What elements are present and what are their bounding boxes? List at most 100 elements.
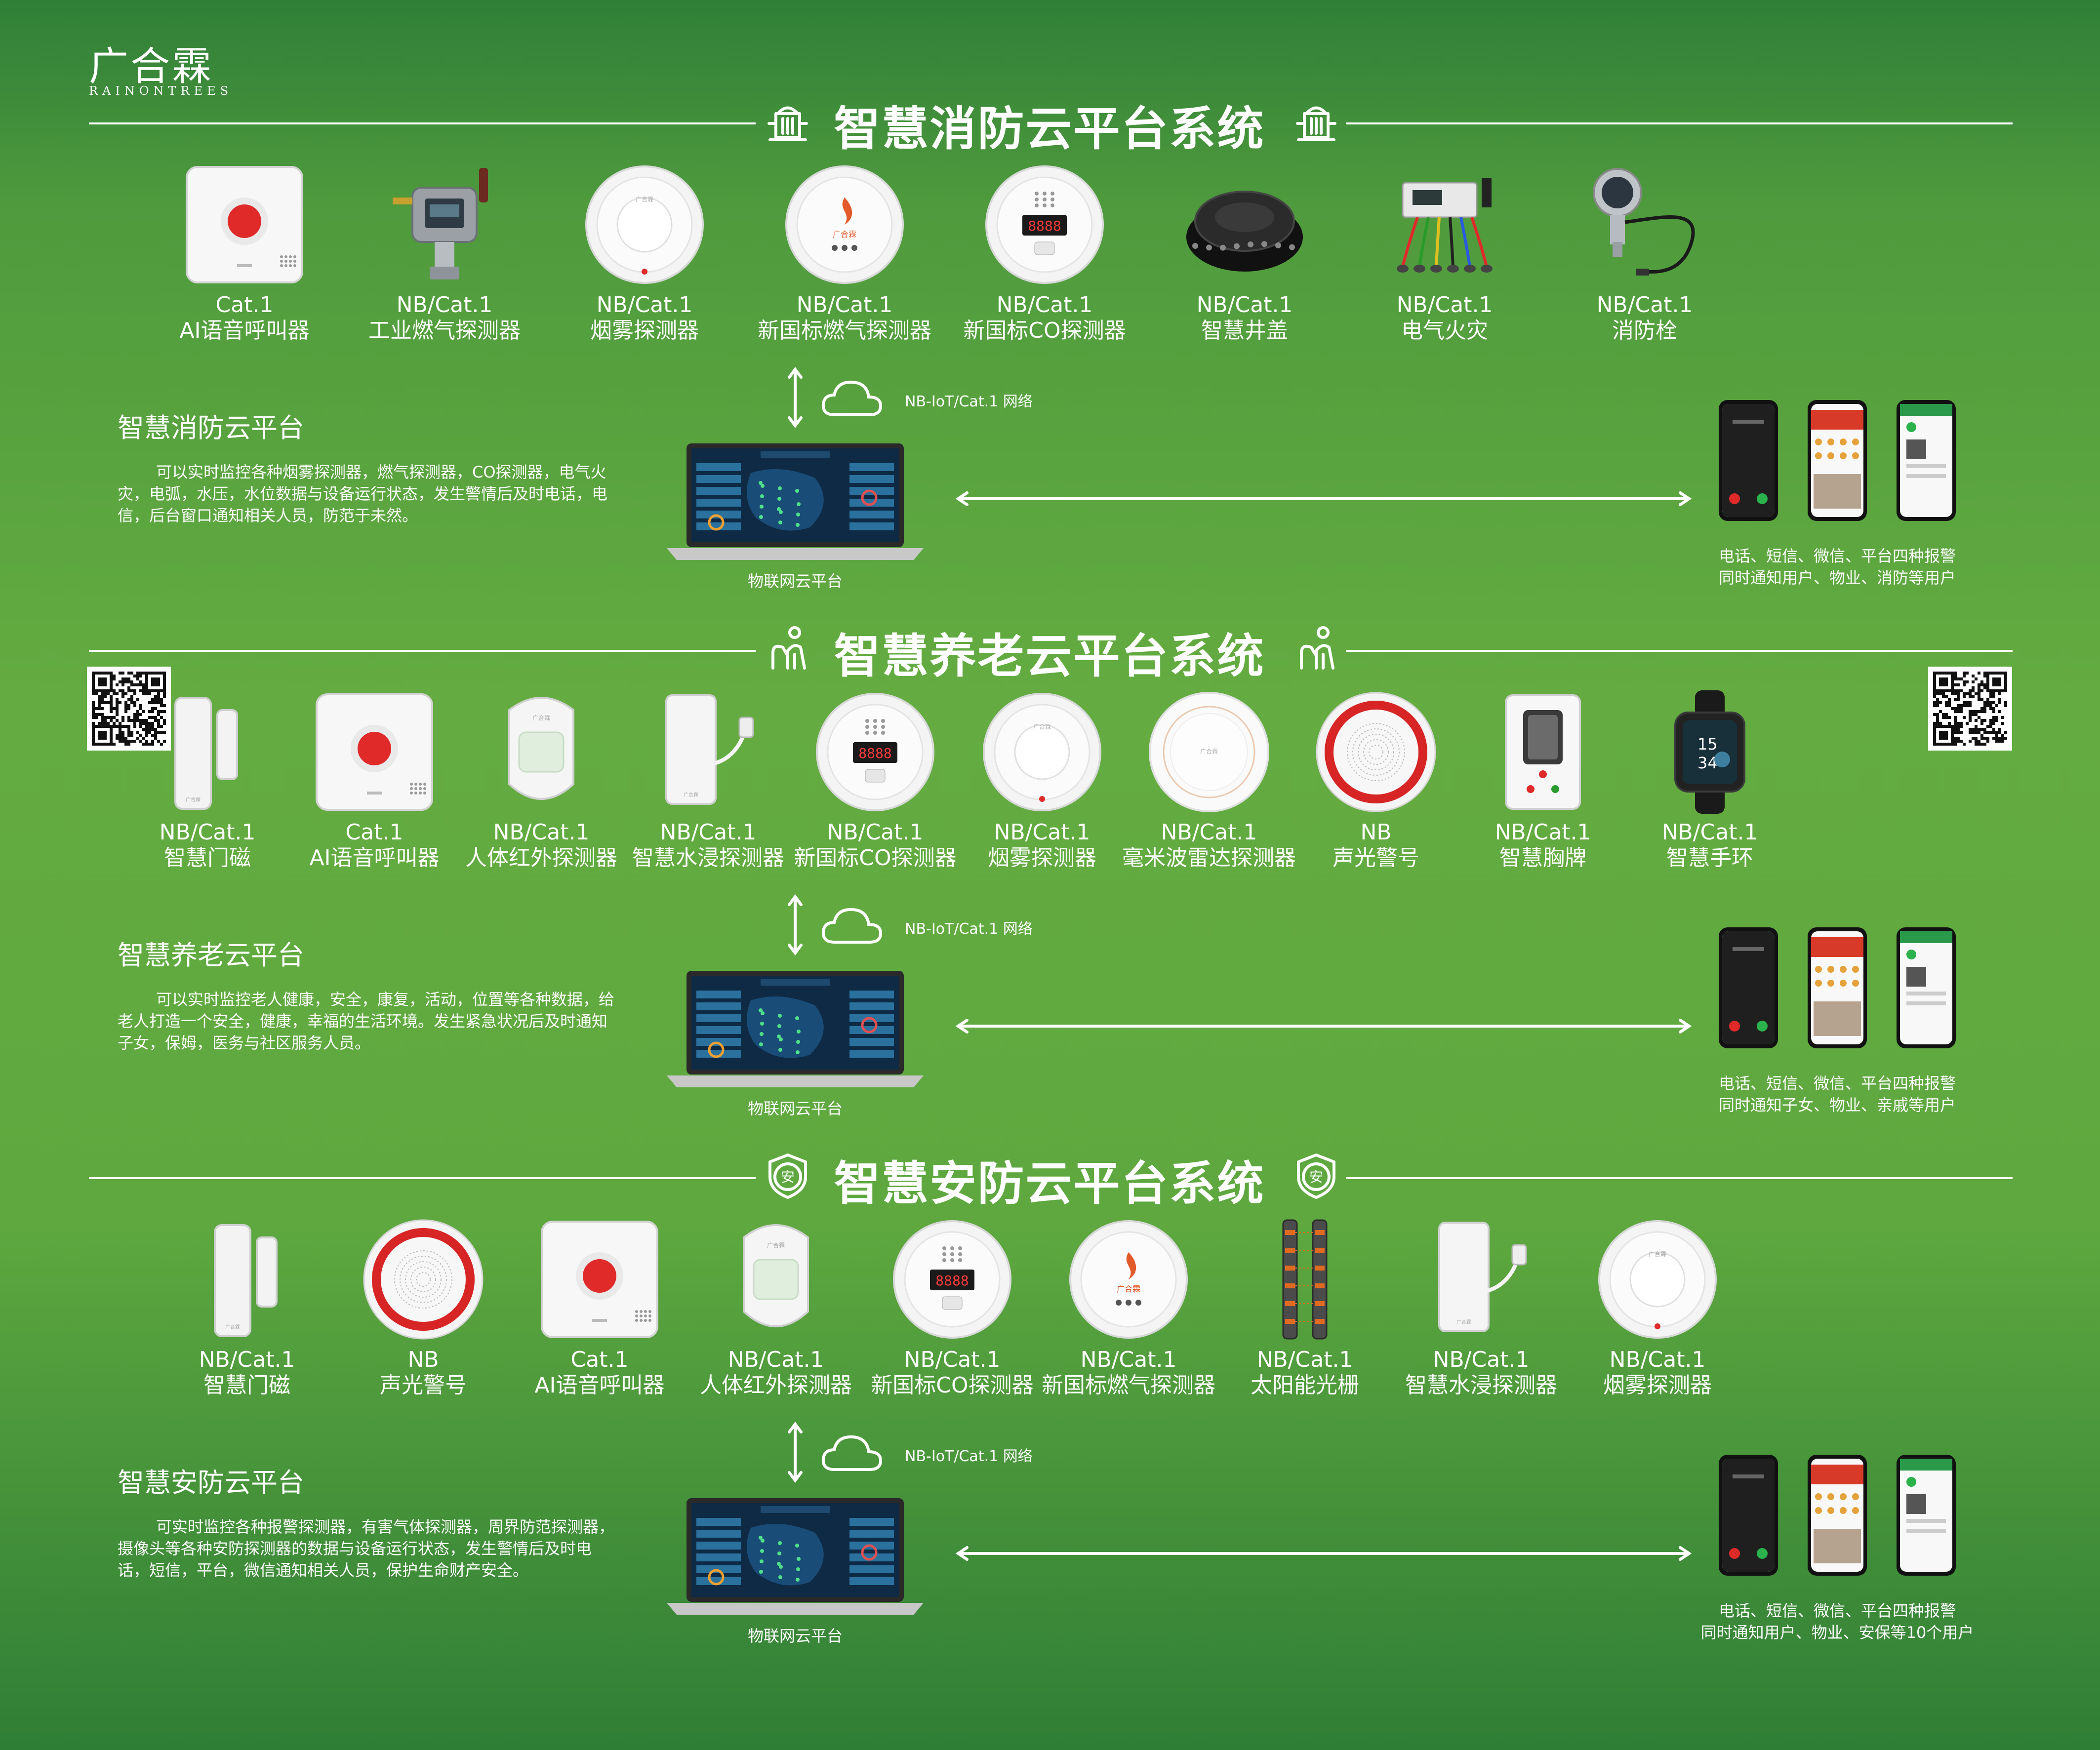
- device-protocol: NB/Cat.1: [1596, 292, 1693, 318]
- device-name: 人体红外探测器: [700, 1373, 852, 1398]
- svg-text:8888: 8888: [1028, 218, 1061, 234]
- notification-line-2: 同时通知子女、物业、亲戚等用户: [1718, 1096, 1956, 1114]
- svg-text:广合霖: 广合霖: [636, 196, 653, 203]
- device-protocol: NB/Cat.1: [159, 820, 256, 845]
- notification-line-1: 电话、短信、微信、平台四种报警: [1718, 547, 1956, 565]
- device-protocol: NB/Cat.1: [994, 820, 1090, 845]
- device-name: 毫米波雷达探测器: [1122, 845, 1296, 871]
- co-detector-icon: 8888: [813, 690, 937, 814]
- notification-line-2: 同时通知用户、物业、消防等用户: [1718, 568, 1956, 587]
- section-title: 智慧安防云平台系统: [834, 1157, 1265, 1211]
- device-protocol: NB: [407, 1347, 439, 1372]
- water-leak-sensor-icon: 广合霖: [1419, 1218, 1543, 1341]
- cloud-icon: [817, 375, 887, 427]
- bidirectional-arrow-icon: [785, 893, 805, 959]
- smoke-detector-icon: 广合霖: [980, 690, 1104, 814]
- brand-logo-en: RAINONTREES: [89, 84, 233, 98]
- header-line-left: [89, 1177, 756, 1179]
- pir-sensor-icon: 广合霖: [714, 1218, 838, 1341]
- gas-detector-icon: 广合霖: [1067, 1218, 1190, 1341]
- device-protocol: NB/Cat.1: [493, 820, 590, 845]
- device-name: 烟雾探测器: [590, 318, 699, 343]
- device-protocol: NB/Cat.1: [596, 292, 693, 318]
- platform-title: 智慧安防云平台: [118, 1467, 304, 1498]
- device-protocol: NB/Cat.1: [1161, 820, 1257, 845]
- phones-icon: [1719, 400, 1956, 525]
- device-name: 新国标CO探测器: [871, 1373, 1034, 1398]
- smoke-detector-icon: 广合霖: [1596, 1218, 1719, 1341]
- laptop-icon: [667, 443, 924, 564]
- door-sensor-icon: 广合霖: [146, 690, 269, 814]
- call-button-icon: [183, 163, 306, 286]
- device-protocol: NB/Cat.1: [796, 292, 893, 318]
- device-protocol: NB/Cat.1: [1080, 1347, 1177, 1372]
- header-line-right: [1346, 650, 2013, 652]
- svg-text:广合霖: 广合霖: [1200, 748, 1218, 755]
- notification-line-2: 同时通知用户、物业、安保等10个用户: [1700, 1623, 1974, 1642]
- elderly-care-icon: [763, 624, 812, 673]
- svg-text:广合霖: 广合霖: [1033, 723, 1051, 730]
- platform-description: 可以实时监控各种烟雾探测器，燃气探测器，CO探测器，电气火灾，电弧，水压，水位数…: [118, 463, 608, 525]
- device-protocol: NB/Cat.1: [396, 292, 493, 318]
- device-protocol: NB/Cat.1: [660, 820, 757, 845]
- device-name: 智慧门磁: [203, 1373, 290, 1398]
- electrical-fire-monitor-icon: [1383, 163, 1506, 286]
- bidirectional-arrow-icon: [785, 365, 805, 432]
- network-label: NB-IoT/Cat.1 网络: [905, 393, 1033, 410]
- header-line-left: [89, 122, 756, 124]
- svg-text:15: 15: [1697, 735, 1718, 754]
- network-label: NB-IoT/Cat.1 网络: [905, 1448, 1033, 1465]
- device-name: 智慧井盖: [1201, 318, 1288, 343]
- section-title: 智慧消防云平台系统: [834, 102, 1265, 156]
- device-name: 新国标CO探测器: [963, 318, 1126, 343]
- door-sensor-icon: 广合霖: [185, 1218, 309, 1341]
- device-name: 电气火灾: [1401, 318, 1488, 343]
- device-protocol: NB/Cat.1: [1196, 292, 1293, 318]
- fire-hydrant-icon: [1292, 96, 1341, 146]
- svg-text:安: 安: [1309, 1169, 1323, 1185]
- cloud-icon: [817, 903, 887, 954]
- bidirectional-arrow-icon: [785, 1420, 805, 1486]
- notification-line-1: 电话、短信、微信、平台四种报警: [1718, 1074, 1956, 1093]
- water-leak-sensor-icon: 广合霖: [646, 690, 770, 814]
- svg-text:34: 34: [1697, 754, 1718, 772]
- laptop-icon: [667, 971, 924, 1091]
- device-protocol: NB/Cat.1: [904, 1347, 1001, 1372]
- fire-hydrant-icon: [763, 96, 812, 146]
- svg-text:8888: 8888: [935, 1273, 969, 1289]
- device-name: 太阳能光栅: [1251, 1373, 1359, 1398]
- radar-sensor-icon: 广合霖: [1147, 690, 1271, 814]
- siren-icon: [1314, 690, 1438, 814]
- pir-sensor-icon: 广合霖: [480, 690, 603, 814]
- manhole-sensor-icon: [1183, 163, 1306, 286]
- device-protocol: Cat.1: [345, 820, 404, 845]
- device-name: AI语音呼叫器: [534, 1373, 665, 1398]
- industrial-gas-detector-icon: [383, 163, 506, 286]
- call-button-icon: [313, 690, 436, 814]
- svg-text:广合霖: 广合霖: [186, 796, 201, 803]
- device-name: 智慧水浸探测器: [632, 845, 784, 871]
- device-protocol: NB: [1360, 820, 1392, 845]
- platform-description: 可以实时监控老人健康，安全，康复，活动，位置等各种数据，给老人打造一个安全，健康…: [118, 990, 615, 1052]
- device-protocol: NB/Cat.1: [1661, 820, 1758, 845]
- svg-text:广合霖: 广合霖: [225, 1324, 240, 1330]
- device-protocol: Cat.1: [215, 292, 274, 318]
- siren-icon: [362, 1218, 485, 1341]
- bidirectional-arrow-icon: [953, 1016, 1694, 1038]
- device-name: 智慧水浸探测器: [1405, 1373, 1557, 1398]
- device-protocol: NB/Cat.1: [1609, 1347, 1706, 1372]
- laptop-label: 物联网云平台: [747, 1099, 843, 1118]
- laptop-label: 物联网云平台: [747, 1627, 843, 1645]
- device-protocol: NB/Cat.1: [1396, 292, 1493, 318]
- badge-icon: [1481, 690, 1605, 814]
- device-name: 新国标CO探测器: [794, 845, 957, 871]
- svg-text:8888: 8888: [858, 745, 891, 761]
- svg-text:广合霖: 广合霖: [684, 792, 698, 798]
- svg-text:广合霖: 广合霖: [532, 714, 550, 721]
- svg-text:安: 安: [781, 1169, 795, 1185]
- device-name: 烟雾探测器: [1603, 1373, 1712, 1398]
- svg-text:广合霖: 广合霖: [1456, 1319, 1471, 1325]
- device-name: 人体红外探测器: [465, 845, 617, 871]
- qr-code-icon: [87, 667, 171, 751]
